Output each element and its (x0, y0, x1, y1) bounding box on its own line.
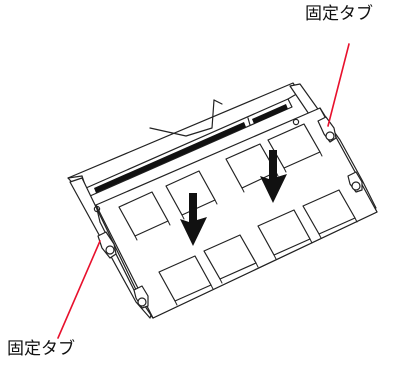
fixing-tab-left (97, 231, 149, 309)
slot-rear-wall (149, 99, 215, 137)
module-edge (95, 204, 101, 223)
chip-edge (214, 199, 218, 205)
chip-edge (210, 284, 214, 290)
slot-key (247, 117, 251, 126)
slot-rear-wall (213, 99, 223, 105)
callout-leader-top (327, 43, 350, 127)
chip-edge (219, 278, 223, 284)
memory-module (93, 107, 378, 319)
insert-arrow-left (180, 193, 207, 246)
module-board (95, 107, 378, 319)
insert-arrow-right (260, 150, 287, 203)
chip-edge (181, 214, 185, 220)
chip-edge (319, 151, 323, 157)
chip-edge (167, 220, 171, 226)
callout-leaders (57, 43, 350, 339)
slot-pins (94, 122, 246, 193)
chip-edge (273, 254, 277, 260)
chip-edge (241, 187, 245, 193)
callout-label-bottom: 固定タブ (7, 339, 75, 359)
callout-leader-bottom (57, 240, 101, 339)
callout-label-top: 固定タブ (305, 4, 373, 24)
slot-pins-right (252, 104, 288, 124)
chip-edge (255, 262, 259, 268)
chip-edge (283, 167, 287, 173)
fixing-tab-right (317, 116, 363, 193)
chip-edge (309, 238, 313, 244)
chip-edge (174, 300, 178, 306)
mounting-hole (93, 205, 101, 213)
mounting-hole (292, 118, 300, 126)
chip-edge (134, 235, 138, 241)
slot-ledge (67, 175, 83, 179)
chip-edge (354, 217, 358, 223)
down-arrow-icon (180, 150, 287, 246)
chip-edge (318, 233, 322, 239)
